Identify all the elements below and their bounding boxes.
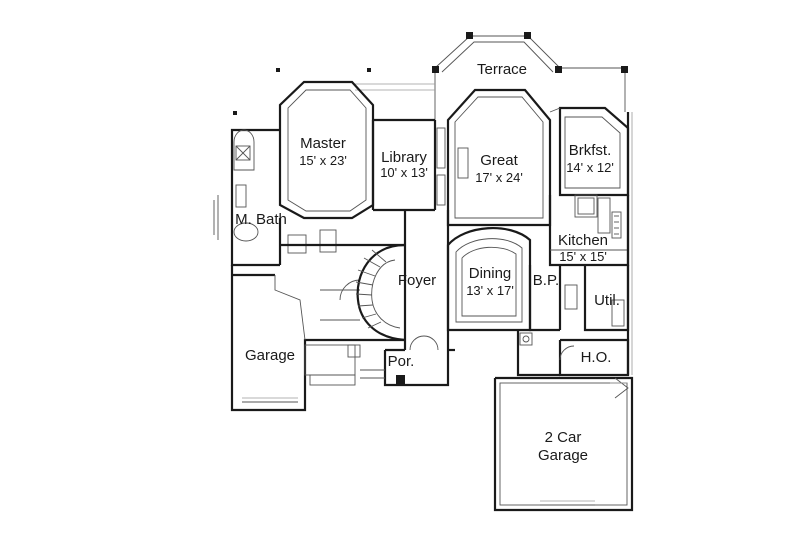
dining-label: Dining [469,265,512,282]
two-car-garage-walls [493,376,634,512]
garage-label: Garage [245,347,295,364]
two-car-garage-label-line2: Garage [538,447,588,464]
great-room-dims: 17' x 24' [475,170,523,185]
terrace-label: Terrace [477,61,527,78]
dining-dims: 13' x 17' [466,283,514,298]
master-label: Master [300,135,346,152]
home-office-label: H.O. [581,349,612,366]
two-car-garage-label: 2 Car [545,429,582,446]
master-bath-walls [213,128,405,267]
library-dims: 10' x 13' [380,165,428,180]
breakfast-dims: 14' x 12' [566,160,614,175]
garage-wing-walls [230,265,405,412]
breakfast-label: Brkfst. [569,142,612,159]
butler-pantry-label: B.P. [533,272,559,289]
master-bath-label: M. Bath [235,211,287,228]
great-room-label: Great [480,152,518,169]
terrace-structure [233,32,628,120]
kitchen-dims: 15' x 15' [559,249,607,264]
right-exterior [626,112,633,375]
kitchen-label: Kitchen [558,232,608,249]
porch-label: Por. [388,353,415,370]
library-label: Library [381,149,427,166]
room-labels: Terrace Master 15' x 23' Library 10' x 1… [235,61,620,464]
foyer-label: Foyer [398,272,436,289]
master-dims: 15' x 23' [299,153,347,168]
curved-staircase [355,243,406,342]
utility-label: Util. [594,292,620,309]
